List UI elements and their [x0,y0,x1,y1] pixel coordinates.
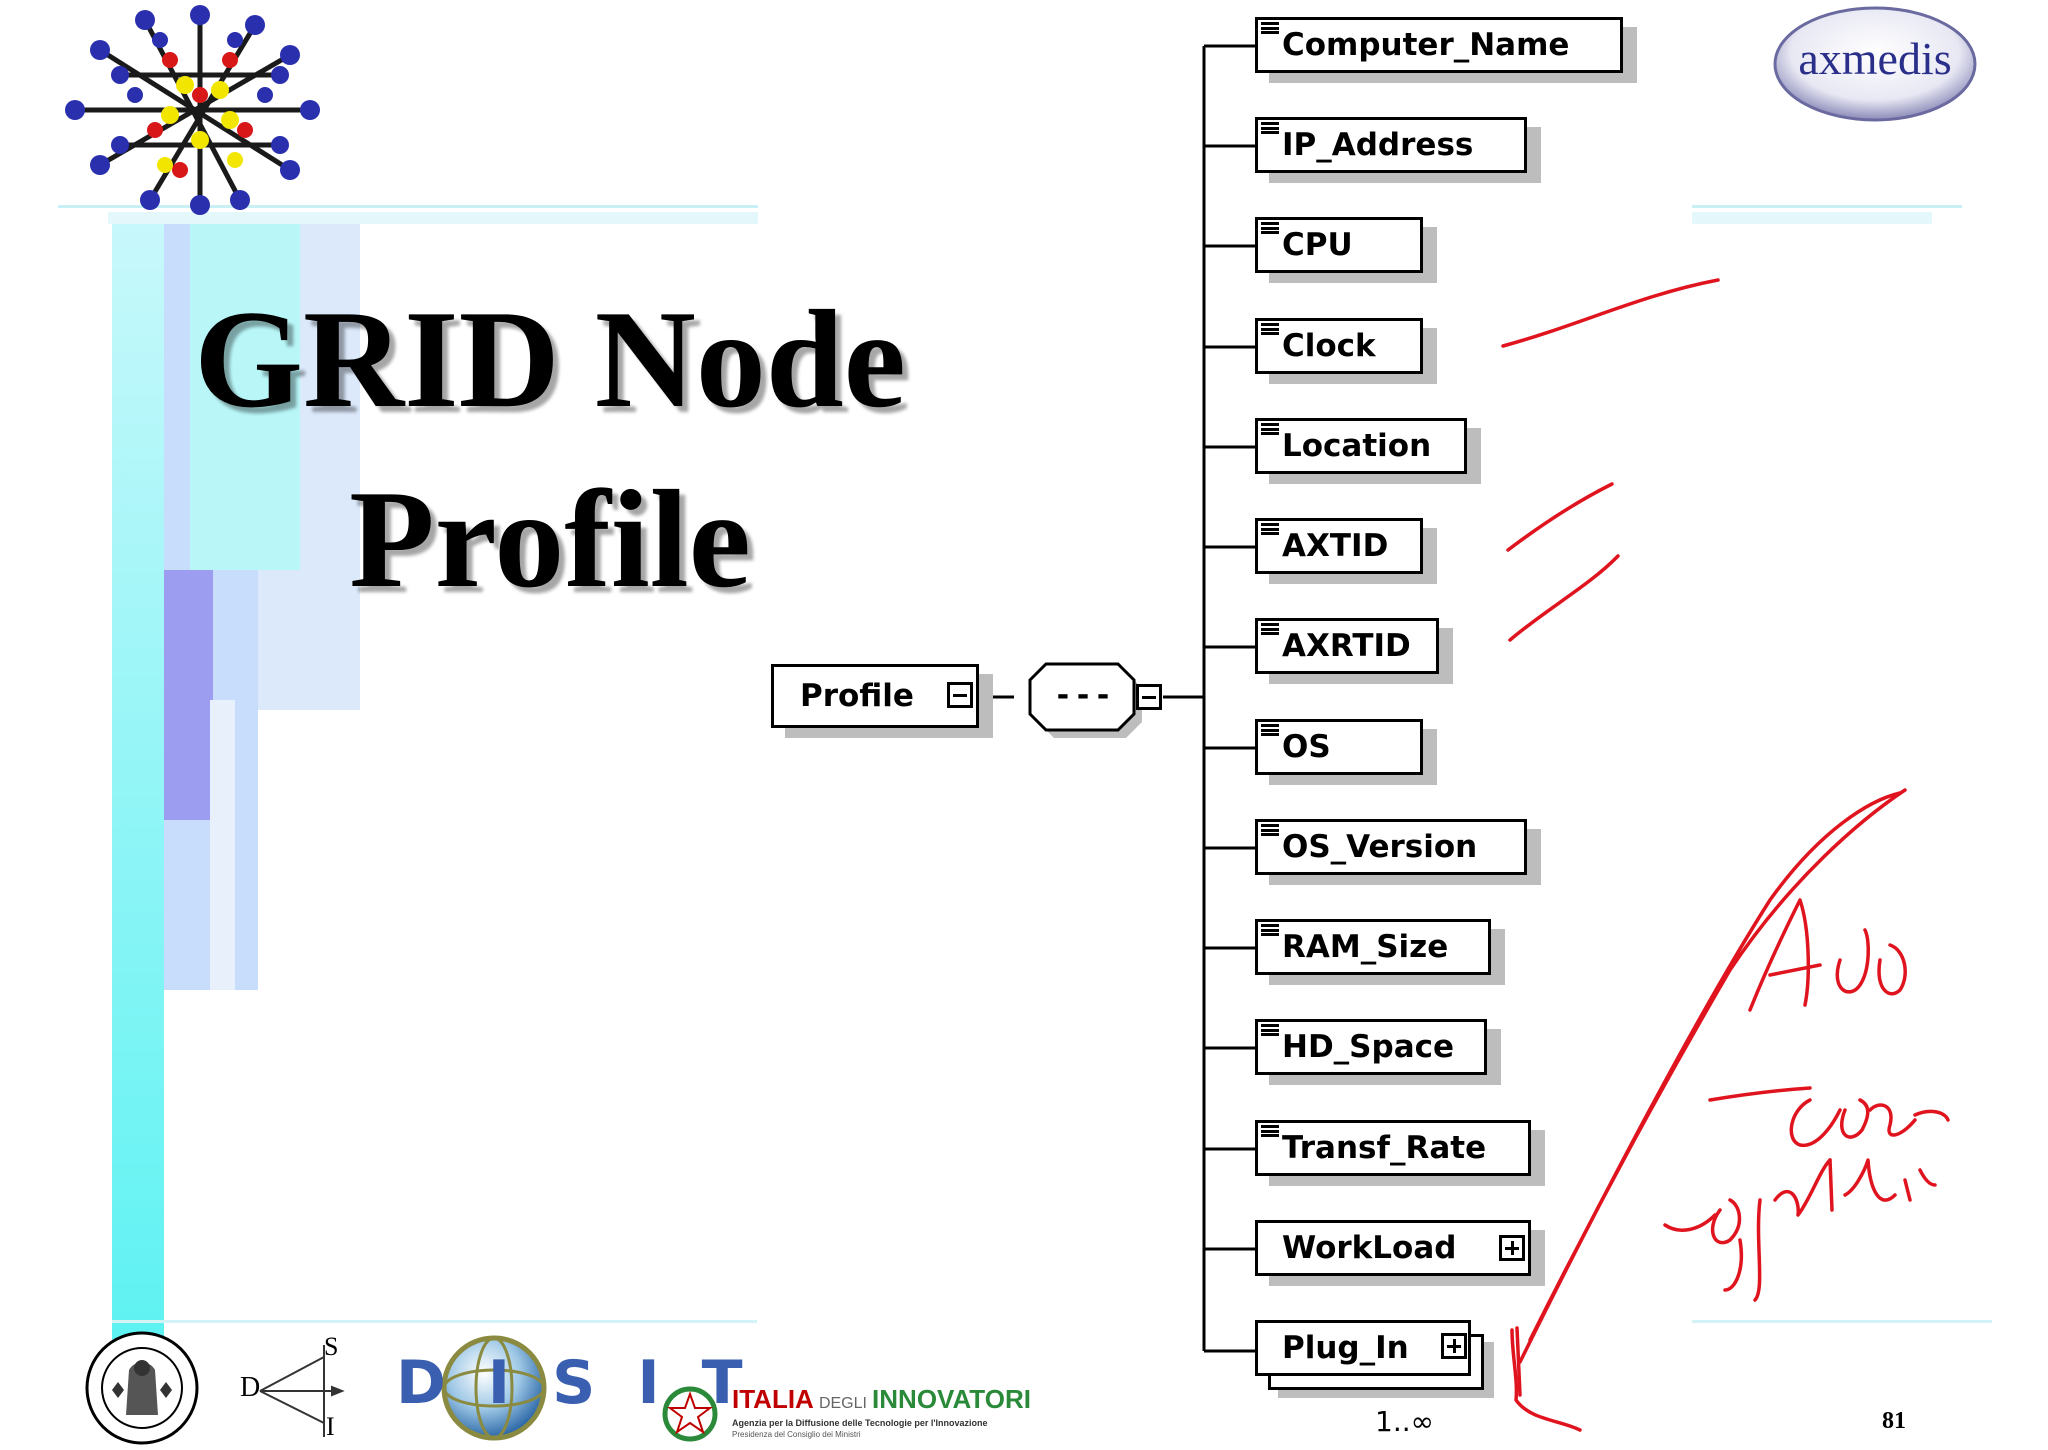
header-rule-right-2 [1692,212,1932,224]
plug-in-multiplicity: 1..∞ [1375,1405,1434,1438]
element-lines-icon [1261,724,1279,736]
bg-bar-cyan-short [190,220,300,570]
page-number: 81 [1882,1408,1906,1434]
element-transf-rate[interactable]: Transf_Rate [1255,1120,1531,1176]
italia-subtitle-2: Presidenza del Consiglio dei Ministri [732,1430,861,1439]
element-ip-address[interactable]: IP_Address [1255,117,1527,173]
dsi-letter-i: I [326,1412,335,1441]
element-lines-icon [1261,523,1279,535]
element-workload[interactable]: WorkLoad [1255,1220,1531,1276]
element-os[interactable]: OS [1255,719,1423,775]
element-lines-icon [1261,924,1279,936]
element-clock[interactable]: Clock [1255,318,1423,374]
title-line-2: Profile [349,462,751,617]
header-rule-right [1692,205,1962,208]
element-lines-icon [1261,222,1279,234]
molecule-logo [65,5,320,215]
element-axrtid[interactable]: AXRTID [1255,618,1439,674]
element-lines-icon [1261,824,1279,836]
disit-logo: DISIT [396,1330,743,1448]
element-location[interactable]: Location [1255,418,1467,474]
italia-title-2: DEGLI [818,1395,867,1412]
bg-bar-pale-right [210,700,235,990]
element-cpu[interactable]: CPU [1255,217,1423,273]
profile-collapse-icon[interactable] [947,682,973,708]
element-lines-icon [1261,323,1279,335]
element-ram-size[interactable]: RAM_Size [1255,919,1491,975]
element-lines-icon [1261,423,1279,435]
bg-bar-cyan [112,220,164,1340]
slide-title: GRID Node Profile [150,270,950,630]
element-axtid[interactable]: AXTID [1255,518,1423,574]
element-lines-icon [1261,22,1279,34]
element-computer-name[interactable]: Computer_Name [1255,17,1623,73]
italia-subtitle-1: Agenzia per la Diffusione delle Tecnolog… [732,1418,988,1428]
element-lines-icon [1261,122,1279,134]
sequence-collapse-icon[interactable] [1136,684,1162,710]
element-plug-in[interactable]: Plug_In [1255,1320,1471,1376]
element-lines-icon [1261,1125,1279,1137]
root-element-profile[interactable]: Profile [771,664,979,728]
plug-in-expand-icon[interactable] [1441,1333,1467,1359]
workload-expand-icon[interactable] [1499,1235,1525,1261]
sequence-symbol: --- [1053,678,1115,713]
footer-rule-left [112,1320,757,1323]
dsi-letter-s: S [324,1332,339,1361]
italia-innovatori-logo: ITALIA DEGLI INNOVATORI Agenzia per la D… [662,1382,1031,1448]
element-lines-icon [1261,1024,1279,1036]
dsi-letter-d: D [240,1372,261,1403]
italia-title-3: INNOVATORI [872,1384,1031,1414]
title-line-1: GRID Node [194,282,906,437]
italia-title-1: ITALIA [732,1384,814,1414]
university-seal [84,1330,200,1446]
root-element-label: Profile [800,678,914,714]
sequence-compositor [1028,662,1136,732]
element-hd-space[interactable]: HD_Space [1255,1019,1487,1075]
header-rule-left [58,205,758,208]
element-os-version[interactable]: OS_Version [1255,819,1527,875]
axmedis-logo: axmedis [1770,4,1980,124]
axmedis-wordmark: axmedis [1798,33,1952,84]
element-lines-icon [1261,623,1279,635]
italian-emblem-icon [662,1386,718,1442]
header-rule-left-2 [108,212,758,224]
dsi-logo [259,1345,345,1437]
footer-rule-right [1692,1320,1992,1323]
